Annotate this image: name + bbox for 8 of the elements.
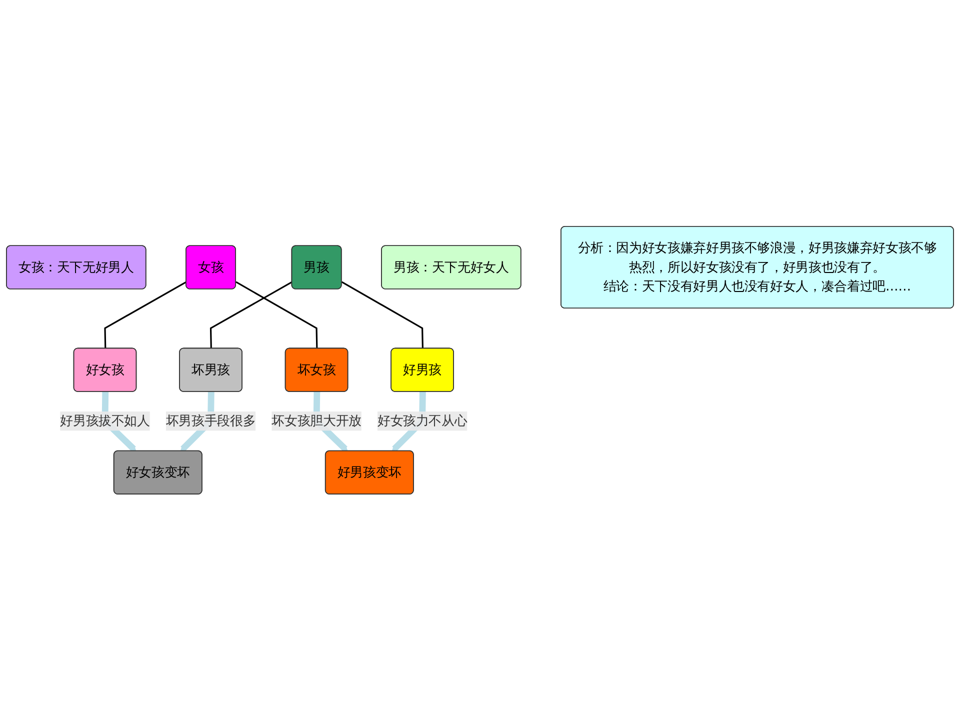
- connector: [104, 281, 187, 348]
- connector: [236, 281, 318, 348]
- edge-label: 坏男孩手段很多: [166, 412, 256, 428]
- edge-label: 坏女孩胆大开放: [272, 412, 362, 428]
- edge-label: 好女孩力不从心: [377, 412, 468, 428]
- edge-label: 好男孩拔不如人: [60, 412, 150, 428]
- connector: [210, 281, 292, 348]
- connector: [341, 281, 424, 348]
